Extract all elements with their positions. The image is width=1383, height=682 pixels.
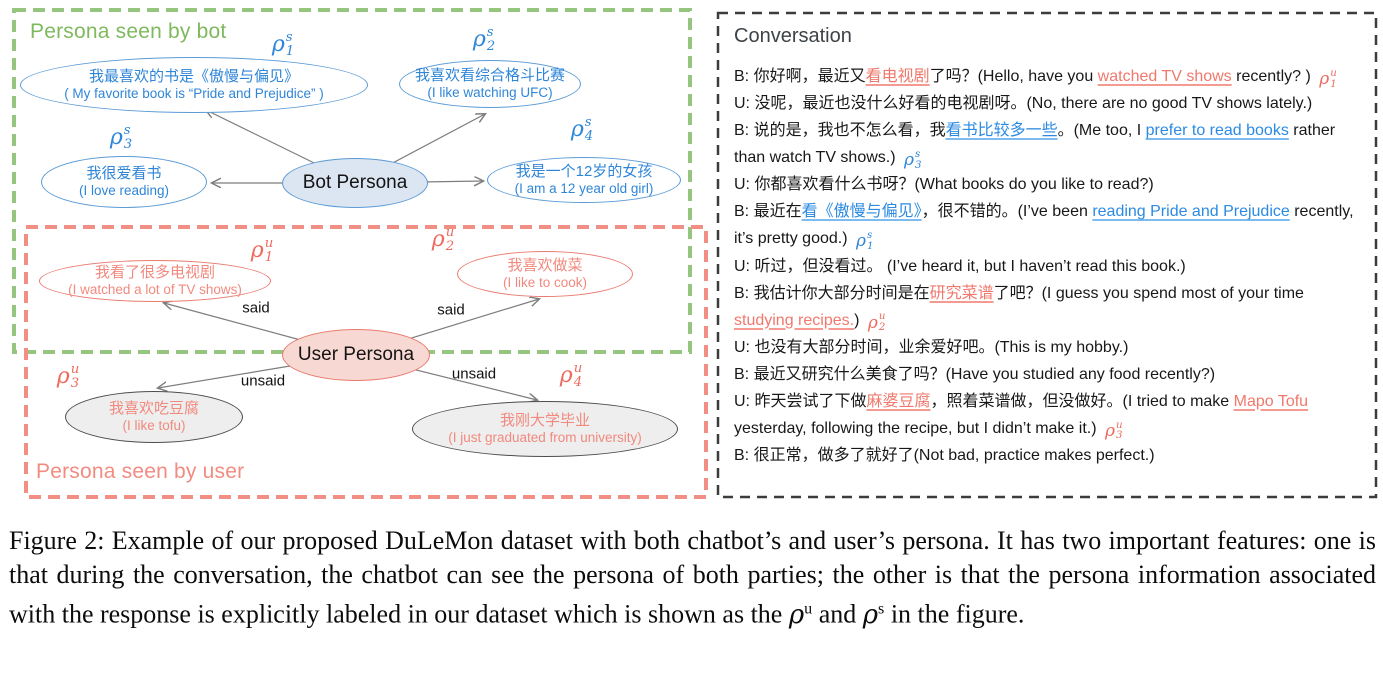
conversation-message: U: 你都喜欢看什么书呀？(What books do you like to … <box>734 176 1154 194</box>
conversation-message: U: 听过，但没看过。 (I’ve heard it, but I haven’… <box>734 257 1186 275</box>
speaker-label: B: <box>734 284 754 302</box>
speaker-label: U: <box>734 95 755 113</box>
bot-persona-node: Bot Persona <box>282 158 428 208</box>
conversation-message: B: 你好啊，最近又看电视剧了吗？(Hello, have you watche… <box>734 67 1337 90</box>
user-persona-fact-3: 我喜欢吃豆腐(I like tofu) <box>65 391 243 443</box>
persona-diagram: 我最喜欢的书是《傲慢与偏见》( My favorite book is “Pri… <box>0 0 710 510</box>
conversation-message: B: 最近又研究什么美食了吗？(Have you studied any foo… <box>734 365 1216 383</box>
user-persona-fact-2: 我喜欢做菜(I like to cook) <box>457 251 633 297</box>
edge-label-said: said <box>242 299 270 317</box>
bot-persona-fact-3: 我很爱看书(I love reading) <box>41 156 207 208</box>
bot-box-label: Persona seen by bot <box>30 20 227 43</box>
conversation-messages: B: 你好啊，最近又看电视剧了吗？(Hello, have you watche… <box>734 63 1360 469</box>
conversation-title: Conversation <box>734 25 852 47</box>
conversation-box <box>716 11 1378 499</box>
speaker-label: B: <box>734 122 754 140</box>
speaker-label: B: <box>734 447 754 465</box>
user-persona-fact-1: 我看了很多电视剧(I watched a lot of TV shows) <box>39 260 271 302</box>
conversation-message: U: 昨天尝试了下做麻婆豆腐，照着菜谱做，但没做好。(I tried to ma… <box>734 392 1309 442</box>
conversation-message: B: 最近在看《傲慢与偏见》，很不错的。(I’ve been reading P… <box>734 203 1354 252</box>
user-box-label: Persona seen by user <box>36 460 245 483</box>
conversation-message: B: 说的是，我也不怎么看，我看书比较多一些。(Me too, I prefer… <box>734 122 1336 171</box>
figure-caption: Figure 2: Example of our proposed DuLeMo… <box>9 526 1376 630</box>
speaker-label: U: <box>734 257 755 275</box>
speaker-label: U: <box>734 392 755 410</box>
edge-label-unsaid: unsaid <box>240 372 286 390</box>
speaker-label: U: <box>734 176 755 194</box>
conversation-message: U: 也没有大部分时间，业余爱好吧。(This is my hobby.) <box>734 338 1129 356</box>
caption-rho-u: ρu <box>788 599 813 630</box>
speaker-label: B: <box>734 365 754 383</box>
user-persona-fact-4: 我刚大学毕业(I just graduated from university) <box>412 401 678 457</box>
bot-persona-fact-2: 我喜欢看综合格斗比赛(I like watching UFC) <box>399 60 581 108</box>
edge-label-unsaid: unsaid <box>451 365 497 383</box>
bot-persona-fact-4: 我是一个12岁的女孩(I am a 12 year old girl) <box>487 157 681 203</box>
speaker-label: U: <box>734 338 755 356</box>
conversation-message: B: 很正常，做多了就好了(Not bad, practice makes pe… <box>734 447 1155 465</box>
speaker-label: B: <box>734 203 754 221</box>
conversation-panel: Conversation B: 你好啊，最近又看电视剧了吗？(Hello, ha… <box>718 13 1376 497</box>
bot-persona-fact-1: 我最喜欢的书是《傲慢与偏见》( My favorite book is “Pri… <box>20 57 368 113</box>
speaker-label: B: <box>734 68 754 85</box>
user-persona-node: User Persona <box>282 329 430 381</box>
edge-label-said: said <box>437 301 465 319</box>
caption-rho-s: ρs <box>862 599 885 630</box>
conversation-message: B: 我估计你大部分时间是在研究菜谱了吧？(I guess you spend … <box>734 284 1304 334</box>
conversation-message: U: 没呢，最近也没什么好看的电视剧呀。(No, there are no go… <box>734 95 1313 113</box>
